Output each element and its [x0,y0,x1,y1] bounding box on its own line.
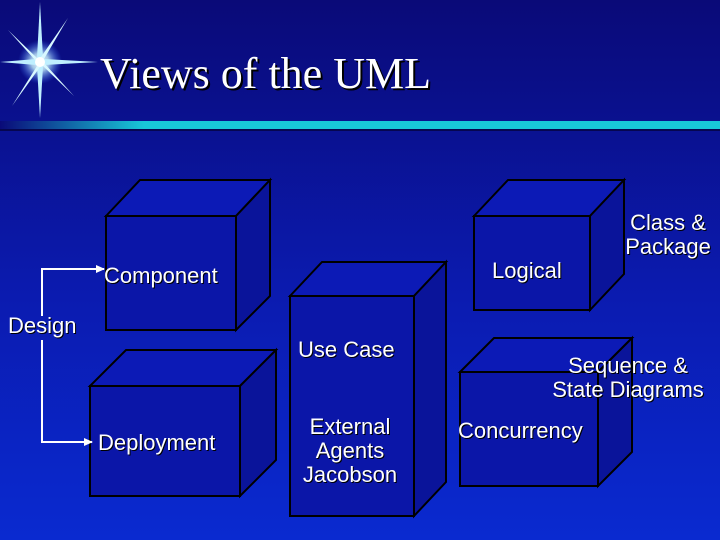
design-connector [41,265,105,446]
component-cube [103,177,273,333]
starburst-icon [0,2,98,118]
class-package-label: Class & Package [625,210,711,259]
concurrency-label: Concurrency [458,418,583,443]
use-case-label: Use Case [298,337,395,362]
external-agents-label: External Agents Jacobson [302,414,398,487]
component-label: Component [104,263,218,288]
logical-cube [471,177,627,313]
title-rule [0,121,720,129]
sequence-state-label: Sequence & State Diagrams [552,353,704,402]
page-title: Views of the UML [100,49,431,98]
title-rule-shadow [0,129,720,131]
logical-label: Logical [492,258,562,283]
deployment-cube [87,347,279,499]
concurrency-cube [457,335,635,489]
deployment-label: Deployment [98,430,216,455]
design-label: Design [8,313,77,338]
use-case-cube [287,259,449,519]
